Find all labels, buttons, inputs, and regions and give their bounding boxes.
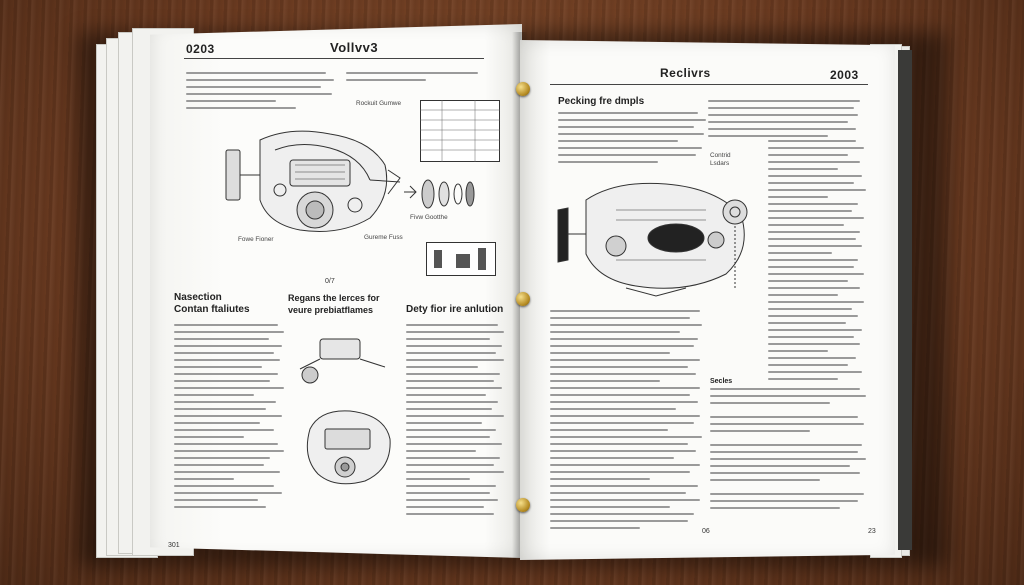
intro-note [346,72,486,86]
intro-paragraph [186,72,336,114]
right-callout: Contrid Lsdars [710,152,731,167]
gear-diagram [718,190,752,290]
spec-table [420,100,500,162]
part-detail-box [426,242,496,276]
back-cover [898,50,912,550]
engine-illustration [220,120,420,240]
binder-ring-icon [516,292,530,306]
section-3-body [406,324,506,520]
binder-ring-icon [516,82,530,96]
right-page-header: Reclivrs [660,66,711,80]
right-page-year: 2003 [830,68,859,82]
section-title-2: Regans the lerces for veure prebiatflame… [288,293,380,315]
right-page: Reclivrs 2003 Pecking fre dmpls Contrid … [520,40,895,560]
right-column-text [708,100,868,142]
callout-1: Rockuit Gumwe [356,100,402,107]
section-title-3: Dety fior ire anlution [406,304,504,315]
section-1-body [174,324,286,513]
callout-3: Fowe Fioner [238,236,274,243]
section-title-1: Nasection Contan ftaliutes [174,292,250,315]
right-steps [768,140,868,385]
left-page-title: Vollvv3 [330,40,379,55]
right-page-number-left: 06 [702,528,710,535]
right-subheading: Secles [710,378,733,385]
engine-illustration-2 [290,329,400,499]
right-page-heading: Pecking fre dmpls [558,96,645,107]
bearing-diagram [400,174,480,214]
right-header-rule [550,84,868,85]
engine-illustration-3 [556,170,756,300]
left-page-code: 0203 [186,42,215,56]
left-page-number: 301 [168,542,180,549]
callout-4: Gureme Fuss [364,234,403,241]
right-body-right [710,388,870,514]
right-intro-text [558,112,708,168]
binder-ring-icon [516,498,530,512]
header-rule [184,58,484,59]
right-body-left [550,310,710,534]
callout-2: Fivw Gootthe [410,214,448,221]
figure-caption: 0/7 [325,278,335,285]
right-page-number-right: 23 [868,528,876,535]
left-page: 0203 Vollvv3 Rockuit Gumwe Fivw Gootthe … [150,24,522,558]
